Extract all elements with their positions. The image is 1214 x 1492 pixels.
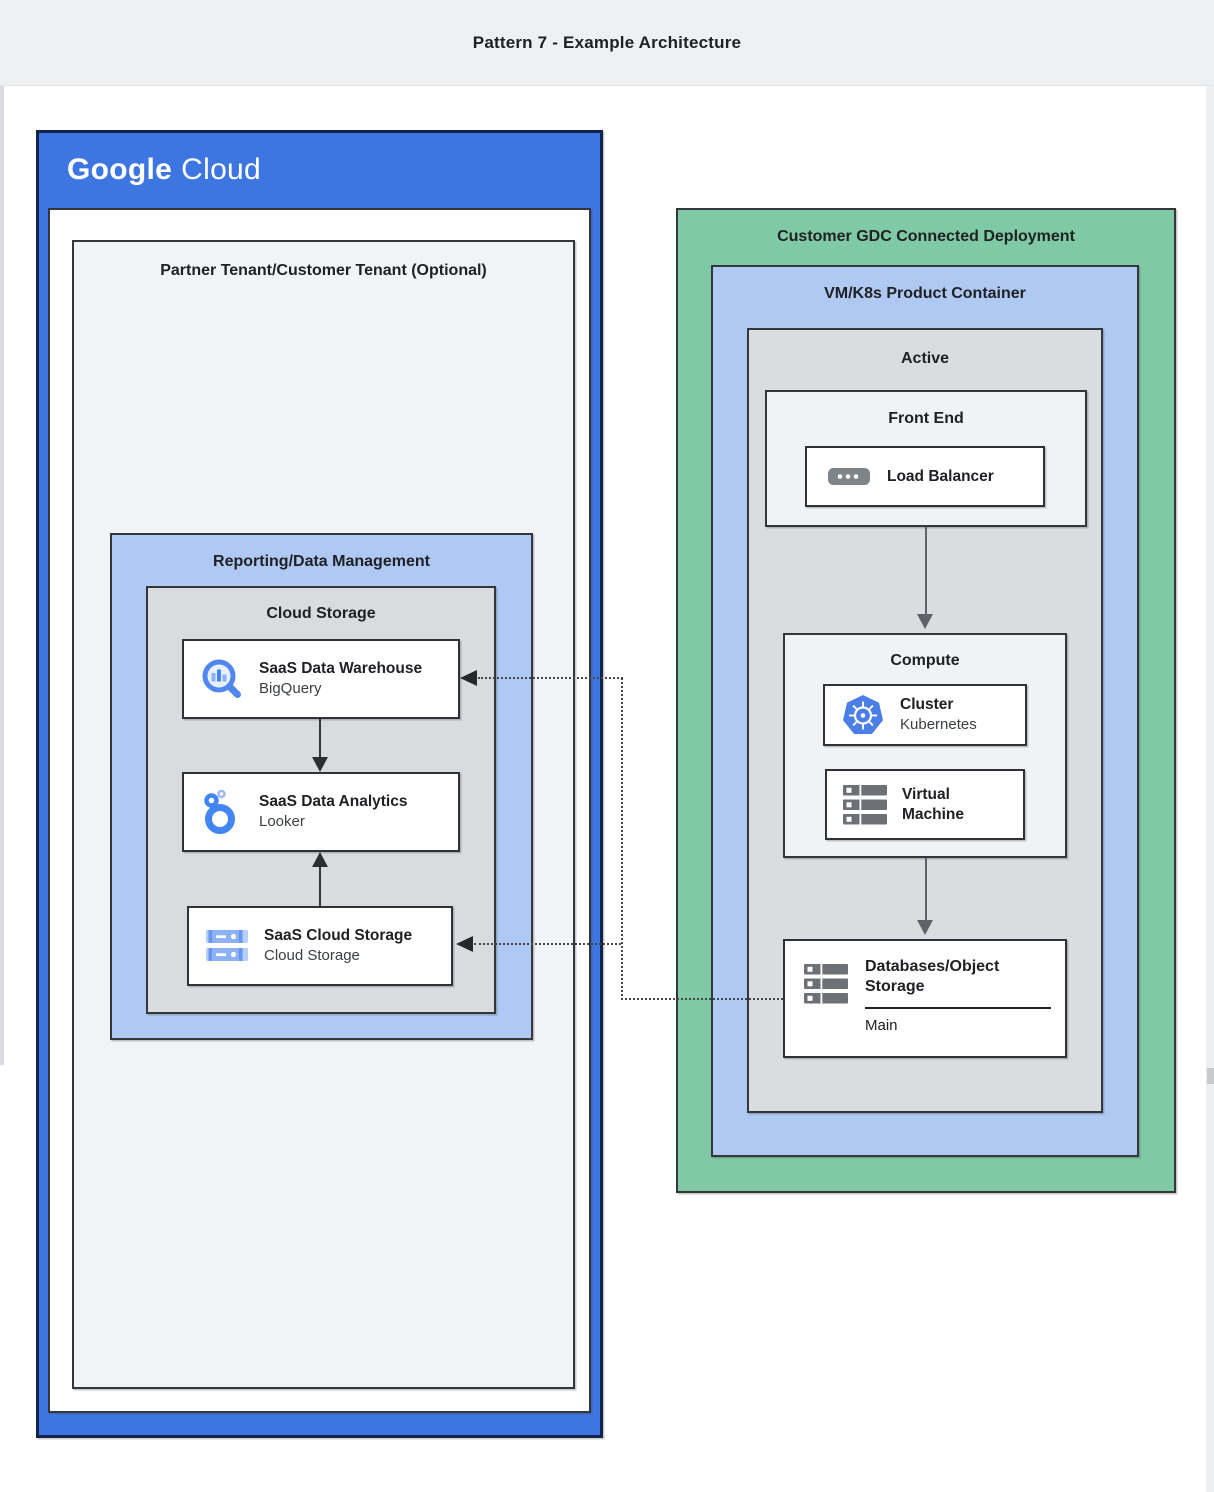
arrowhead-down-icon: [917, 614, 933, 629]
node-saas-data-analytics: SaaS Data Analytics Looker: [182, 772, 460, 852]
compute-title: Compute: [890, 652, 960, 669]
logo-google-text: Google: [67, 153, 173, 186]
virtual-machine-icon: [843, 784, 887, 824]
node-saas-cloud-storage: SaaS Cloud Storage Cloud Storage: [187, 906, 453, 986]
dotted-connector-to-storage: [474, 943, 621, 945]
dotted-arrowhead-left-icon: [456, 936, 473, 952]
cloud-storage-icon: [206, 930, 248, 961]
load-balancer-icon: [828, 467, 870, 485]
arrow-frontend-to-compute: [925, 527, 927, 615]
dotted-connector-vertical: [621, 678, 623, 1000]
looker-icon: [204, 789, 235, 834]
front-end-title: Front End: [888, 410, 964, 427]
node-title: SaaS Cloud Storage: [264, 927, 413, 945]
node-title: SaaS Data Warehouse: [259, 660, 423, 678]
node-title: Cluster: [900, 696, 954, 714]
diagram-title: Pattern 7 - Example Architecture: [472, 32, 742, 52]
node-title: Virtual Machine: [902, 786, 965, 823]
node-saas-data-warehouse: SaaS Data Warehouse BigQuery: [182, 639, 460, 719]
cloud-storage-title: Cloud Storage: [266, 605, 376, 622]
node-text: Databases/Object Storage Main: [865, 957, 1051, 1036]
diagram-title-bar: Pattern 7 - Example Architecture: [0, 0, 1214, 86]
node-subtitle: Kubernetes: [900, 715, 977, 733]
node-title: Load Balancer: [887, 467, 994, 485]
bigquery-icon: [202, 659, 241, 698]
node-load-balancer: Load Balancer: [805, 446, 1045, 507]
node-text: SaaS Data Analytics Looker: [259, 792, 407, 831]
active-title: Active: [900, 350, 950, 367]
node-subtitle: Looker: [259, 812, 305, 830]
arrowhead-down-icon: [312, 757, 328, 772]
dotted-connector-to-warehouse: [478, 677, 623, 679]
arrow-compute-to-databases: [925, 858, 927, 921]
logo-cloud-text: Cloud: [181, 153, 262, 186]
reporting-title: Reporting/Data Management: [213, 553, 430, 570]
node-subtitle: Cloud Storage: [264, 946, 360, 964]
arrow-storage-to-analytics: [319, 867, 321, 906]
node-text: Cluster Kubernetes: [900, 695, 977, 734]
vm-k8s-title: VM/K8s Product Container: [824, 285, 1026, 302]
node-text: SaaS Data Warehouse BigQuery: [259, 659, 422, 698]
node-text: Virtual Machine: [902, 785, 994, 824]
right-scroll-track: [1206, 86, 1214, 1492]
node-text: SaaS Cloud Storage Cloud Storage: [264, 926, 412, 965]
dotted-arrowhead-left-icon: [460, 670, 477, 686]
divider: [865, 1007, 1051, 1009]
arrowhead-down-icon: [917, 920, 933, 935]
databases-main-label: Main: [865, 1017, 898, 1034]
dotted-connector-from-databases: [621, 998, 783, 1000]
node-title: SaaS Data Analytics: [259, 793, 408, 811]
node-subtitle: BigQuery: [259, 679, 322, 697]
kubernetes-icon: [843, 694, 883, 734]
node-text: Load Balancer: [887, 467, 994, 486]
node-virtual-machine: Virtual Machine: [825, 769, 1025, 840]
right-scroll-thumb[interactable]: [1207, 1068, 1214, 1084]
databases-icon: [804, 964, 848, 1004]
left-page-edge: [0, 86, 4, 1065]
gdc-title: Customer GDC Connected Deployment: [777, 228, 1075, 245]
node-databases-object-storage: Databases/Object Storage Main: [783, 939, 1067, 1058]
arrowhead-up-icon: [312, 852, 328, 867]
arrow-warehouse-to-analytics: [319, 719, 321, 757]
partner-tenant-title: Partner Tenant/Customer Tenant (Optional…: [160, 262, 487, 279]
node-title: Databases/Object Storage: [865, 958, 1000, 995]
node-cluster-kubernetes: Cluster Kubernetes: [823, 684, 1027, 746]
